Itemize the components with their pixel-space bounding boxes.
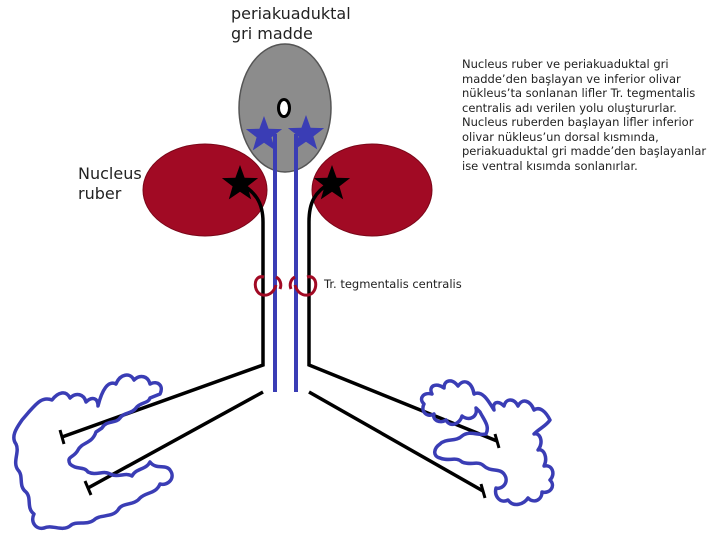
gray-neuron-star-right [287, 115, 325, 150]
terminal-right-2 [479, 483, 487, 499]
terminal-left-1 [58, 429, 66, 445]
tract-label: Tr. tegmentalis centralis [324, 277, 462, 291]
periaqueductal-gray-label: periakuaduktal gri madde [231, 4, 351, 44]
tract-loops [253, 275, 318, 297]
red-nucleus-fiber-right-branch [308, 390, 484, 493]
nucleus-ruber-label: Nucleus ruber [78, 164, 142, 204]
terminal-left-2 [83, 480, 93, 496]
nucleus-ruber-right [311, 143, 433, 237]
red-nucleus-fiber-left-branch [87, 390, 264, 490]
nucleus-ruber-left [142, 143, 268, 237]
gray-neuron-star-left [245, 116, 283, 151]
inferior-olive-right [419, 379, 555, 507]
periaqueductal-gray-label-text: periakuaduktal gri madde [231, 4, 351, 43]
red-nucleus-star-left [221, 165, 259, 200]
cerebral-aqueduct [277, 98, 291, 118]
inferior-olive-left [12, 373, 174, 531]
terminal-right-1 [493, 433, 501, 449]
description-text: Nucleus ruber ve periakuaduktal gri madd… [462, 57, 707, 173]
red-nucleus-star-right [313, 165, 351, 200]
nucleus-ruber-label-text: Nucleus ruber [78, 164, 142, 203]
